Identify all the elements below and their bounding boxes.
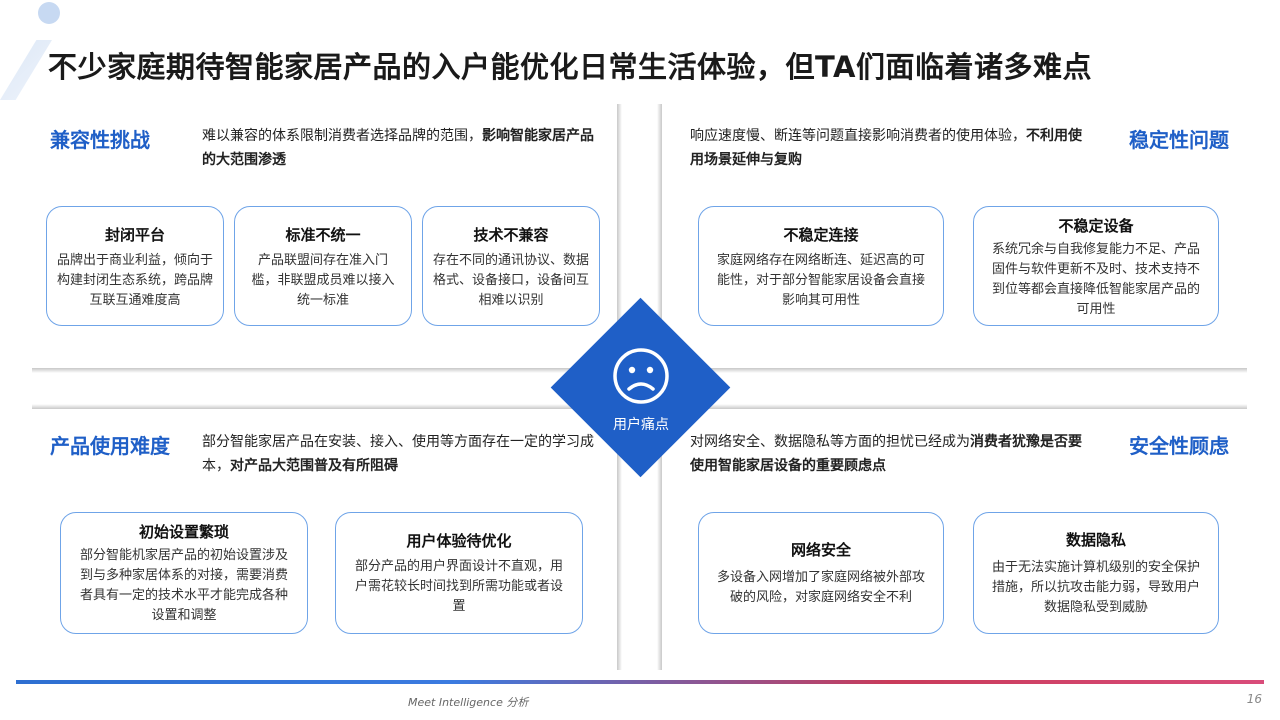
compatibility-desc-bold: 影响智能家居产品的大范围渗透 [202,128,594,168]
security-panel: 对网络安全、数据隐私等方面的担忧已经成为消费者犹豫是否要使用智能家居设备的重要顾… [662,408,1247,670]
card-data-privacy: 数据隐私 由于无法实施计算机级别的安全保护措施，所以抗攻击能力弱，导致用户数据隐… [973,512,1219,634]
compatibility-description: 难以兼容的体系限制消费者选择品牌的范围，影响智能家居产品的大范围渗透 [202,124,602,172]
stability-title: 稳定性问题 [1129,128,1229,152]
card-title: 技术不兼容 [473,226,549,244]
compatibility-panel: 兼容性挑战 难以兼容的体系限制消费者选择品牌的范围，影响智能家居产品的大范围渗透… [32,104,617,368]
stability-description: 响应速度慢、断连等问题直接影响消费者的使用体验，不利用使用场景延伸与复购 [690,124,1090,172]
card-tech-incompatible: 技术不兼容 存在不同的通讯协议、数据格式、设备接口，设备间互相难以识别 [422,206,600,326]
card-text: 品牌出于商业利益，倾向于构建封闭生态系统，跨品牌互联互通难度高 [56,253,213,308]
card-unstable-device: 不稳定设备 系统冗余与自我修复能力不足、产品固件与软件更新不及时、技术支持不到位… [973,206,1219,326]
card-ux-optimization: 用户体验待优化 部分产品的用户界面设计不直观，用户需花较长时间找到所需功能或者设… [335,512,583,634]
card-network-security: 网络安全 多设备入网增加了家庭网络被外部攻破的风险，对家庭网络安全不利 [698,512,944,634]
card-text: 由于无法实施计算机级别的安全保护措施，所以抗攻击能力弱，导致用户数据隐私受到威胁 [991,560,1200,615]
pain-point-label: 用户痛点 [613,417,669,433]
usability-description: 部分智能家居产品在安装、接入、使用等方面存在一定的学习成本，对产品大范围普及有所… [202,430,602,478]
card-text: 部分产品的用户界面设计不直观，用户需花较长时间找到所需功能或者设置 [354,559,563,614]
card-title: 不稳定连接 [783,226,859,244]
decorative-slash [0,40,52,100]
divider-shadow [662,404,1247,409]
card-closed-platform: 封闭平台 品牌出于商业利益，倾向于构建封闭生态系统，跨品牌互联互通难度高 [46,206,224,326]
divider-shadow [32,404,617,409]
card-text: 部分智能机家居产品的初始设置涉及到与多种家居体系的对接，需要消费者具有一定的技术… [79,548,288,623]
usability-title: 产品使用难度 [50,434,170,458]
usability-desc-plain: 部分智能家居产品在安装、接入、使用等方面存在一定的学习成本， [202,434,594,474]
sad-face-icon [613,348,669,404]
divider-shadow [32,368,617,373]
card-title: 网络安全 [790,541,851,559]
divider-shadow [617,104,622,368]
card-text: 系统冗余与自我修复能力不足、产品固件与软件更新不及时、技术支持不到位等都会直接降… [991,242,1200,317]
card-title: 标准不统一 [285,226,361,244]
card-title: 数据隐私 [1065,531,1126,549]
card-nonunified-standard: 标准不统一 产品联盟间存在准入门槛，非联盟成员难以接入统一标准 [234,206,412,326]
card-title: 封闭平台 [104,226,165,244]
card-title: 用户体验待优化 [406,532,512,550]
card-text: 多设备入网增加了家庭网络被外部攻破的风险，对家庭网络安全不利 [716,570,925,605]
security-desc-bold: 消费者犹豫是否要使用智能家居设备的重要顾虑点 [690,434,1082,474]
security-desc-plain: 对网络安全、数据隐私等方面的担忧已经成为 [690,434,970,450]
usability-desc-bold: 对产品大范围普及有所阻碍 [230,458,398,474]
card-title: 不稳定设备 [1058,217,1134,235]
security-description: 对网络安全、数据隐私等方面的担忧已经成为消费者犹豫是否要使用智能家居设备的重要顾… [690,430,1090,478]
card-unstable-connection: 不稳定连接 家庭网络存在网络断连、延迟高的可能性，对于部分智能家居设备会直接影响… [698,206,944,326]
page-number: 16 [1246,692,1262,706]
footer-source: Meet Intelligence 分析 [408,696,529,709]
divider-shadow [662,368,1247,373]
card-title: 初始设置繁琐 [138,523,229,541]
stability-desc-bold: 不利用使用场景延伸与复购 [690,128,1082,168]
page-title: 不少家庭期待智能家居产品的入户能优化日常生活体验，但TA们面临着诸多难点 [48,50,1092,84]
card-text: 产品联盟间存在准入门槛，非联盟成员难以接入统一标准 [251,253,395,308]
decorative-dot [38,2,60,24]
compatibility-title: 兼容性挑战 [50,128,150,152]
card-text: 存在不同的通讯协议、数据格式、设备接口，设备间互相难以识别 [432,253,589,308]
compatibility-desc-plain: 难以兼容的体系限制消费者选择品牌的范围， [202,128,482,144]
card-text: 家庭网络存在网络断连、延迟高的可能性，对于部分智能家居设备会直接影响其可用性 [716,253,925,308]
card-tedious-setup: 初始设置繁琐 部分智能机家居产品的初始设置涉及到与多种家居体系的对接，需要消费者… [60,512,308,634]
stability-desc-plain: 响应速度慢、断连等问题直接影响消费者的使用体验， [690,128,1026,144]
footer-gradient-bar [16,680,1264,684]
security-title: 安全性顾虑 [1129,434,1229,458]
usability-panel: 产品使用难度 部分智能家居产品在安装、接入、使用等方面存在一定的学习成本，对产品… [32,408,617,670]
divider-shadow [617,408,622,670]
pain-point-diamond: 用户痛点 [550,297,731,478]
stability-panel: 响应速度慢、断连等问题直接影响消费者的使用体验，不利用使用场景延伸与复购 稳定性… [662,104,1247,368]
